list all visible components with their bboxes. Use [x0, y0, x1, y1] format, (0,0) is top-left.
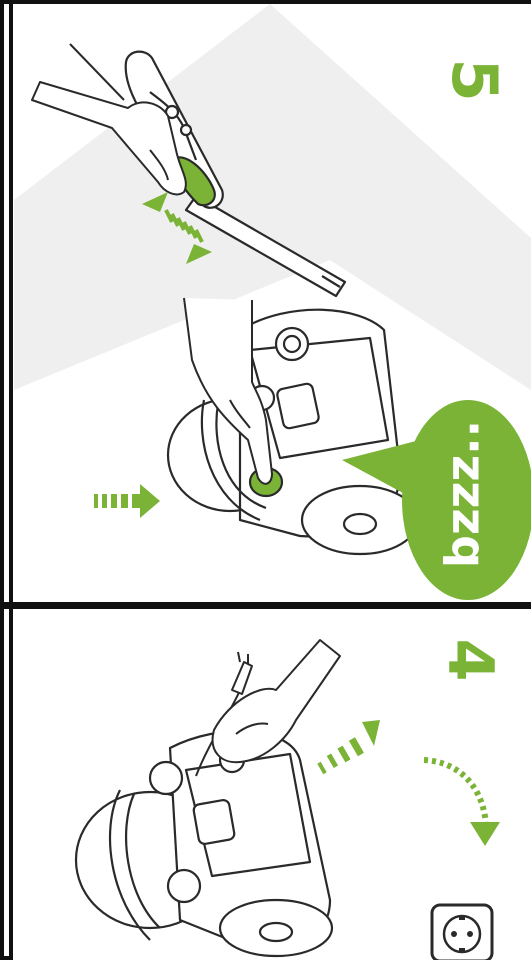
panel-step-4: 4 — [76, 638, 507, 960]
vacuum-body-tilted — [76, 731, 332, 956]
power-socket-icon — [432, 905, 492, 960]
lift-arrow-icon — [317, 720, 380, 774]
tilt-arrow-icon — [424, 760, 500, 846]
bubble-text: bzzz.. — [436, 420, 490, 568]
panel-step-5: 5 — [14, 4, 531, 600]
step-number-4: 4 — [434, 638, 507, 681]
push-arrow-icon — [94, 484, 160, 518]
step-number-5: 5 — [438, 58, 511, 101]
